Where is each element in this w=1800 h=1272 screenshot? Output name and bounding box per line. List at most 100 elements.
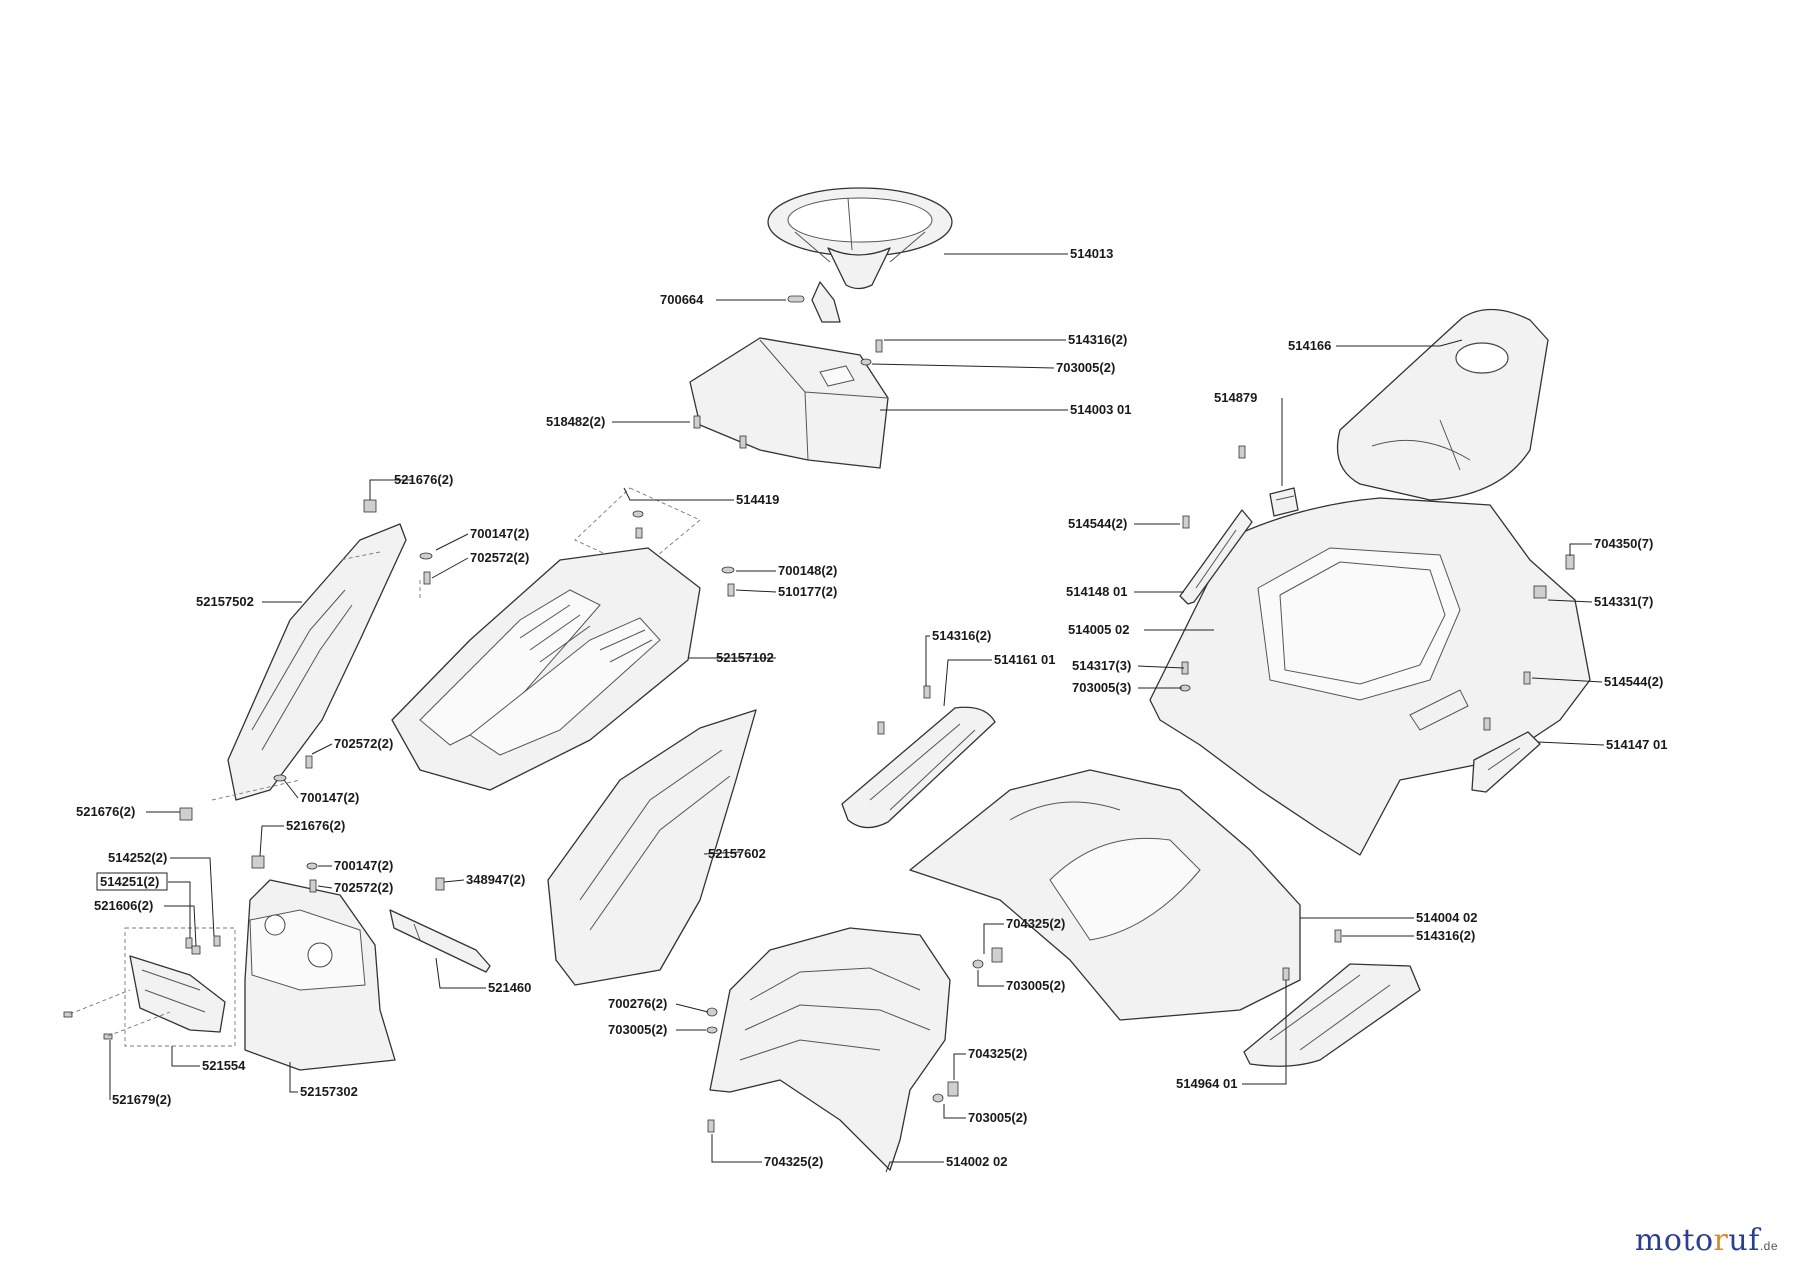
part-label: 521554	[202, 1058, 246, 1073]
part-label: 348947(2)	[466, 872, 525, 887]
dashboard-cover	[689, 337, 889, 469]
screw-514316-top	[875, 339, 883, 353]
clip-521676-top	[363, 499, 377, 513]
front-body-frame	[709, 927, 951, 1171]
part-label: 514544(2)	[1604, 674, 1663, 689]
part-514252-b	[213, 935, 221, 947]
screw-518482-b	[739, 435, 747, 449]
washer-700148	[721, 566, 735, 574]
part-label: 518482(2)	[546, 414, 605, 429]
screw-521679-a	[63, 1011, 73, 1018]
part-label: 703005(2)	[608, 1022, 667, 1037]
part-label: 514005 02	[1068, 622, 1129, 637]
bolt-704325-mid	[947, 1081, 959, 1097]
part-label: 514316(2)	[1416, 928, 1475, 943]
washer-700147-grille	[306, 862, 318, 870]
part-label: 521460	[488, 980, 531, 995]
lens-group-box	[124, 927, 236, 1047]
part-label: 514419	[736, 492, 779, 507]
part-label: 52157102	[716, 650, 774, 665]
part-label: 700147(2)	[470, 526, 529, 541]
screw-510177	[727, 583, 735, 597]
screw-footplate-b	[877, 721, 885, 735]
screw-704325-bottom	[707, 1119, 715, 1133]
light-lens	[129, 955, 226, 1033]
part-label: 514544(2)	[1068, 516, 1127, 531]
part-label: 52157502	[196, 594, 254, 609]
screw-514316-right	[1334, 929, 1342, 943]
part-label: 514331(7)	[1594, 594, 1653, 609]
part-label: 702572(2)	[334, 880, 393, 895]
part-label: 514013	[1070, 246, 1113, 261]
steering-wheel	[767, 187, 953, 323]
part-521606	[191, 945, 201, 955]
screw-514316-footplate	[923, 685, 931, 699]
clip-521676-grille	[251, 855, 265, 869]
bracket-514148	[1179, 509, 1253, 605]
screw-side-lower	[1483, 717, 1491, 731]
watermark-text-3: uf	[1728, 1223, 1760, 1258]
screw-514544-bracket	[1182, 515, 1190, 529]
part-label: 514964 01	[1176, 1076, 1237, 1091]
nut-700276	[706, 1007, 718, 1017]
part-label: 702572(2)	[334, 736, 393, 751]
part-label: 700276(2)	[608, 996, 667, 1011]
screw-518482-a	[693, 415, 701, 429]
seat	[1336, 308, 1549, 501]
part-label: 703005(3)	[1072, 680, 1131, 695]
part-label: 514252(2)	[108, 850, 167, 865]
part-label: 521676(2)	[286, 818, 345, 833]
part-label: 702572(2)	[470, 550, 529, 565]
part-label-boxed: 514251(2)	[100, 874, 159, 889]
part-label: 514004 02	[1416, 910, 1477, 925]
part-label: 700148(2)	[778, 563, 837, 578]
part-label: 704325(2)	[968, 1046, 1027, 1061]
washer-703005-upper	[972, 959, 984, 969]
part-label: 521606(2)	[94, 898, 153, 913]
part-label: 703005(2)	[1006, 978, 1065, 993]
pin-700664	[787, 295, 805, 303]
screw-704350	[1565, 554, 1575, 570]
watermark-logo: motoruf.de	[1635, 1223, 1778, 1258]
part-label: 514002 02	[946, 1154, 1007, 1169]
part-label: 700147(2)	[334, 858, 393, 873]
part-label: 510177(2)	[778, 584, 837, 599]
footplate-left	[841, 706, 996, 829]
washer-703005-top	[860, 358, 872, 366]
hood	[391, 547, 701, 791]
rear-fender-body	[1149, 497, 1591, 856]
switch	[1269, 487, 1299, 517]
part-label: 704325(2)	[1006, 916, 1065, 931]
highlight-box-514251	[96, 872, 168, 891]
part-label: 703005(2)	[1056, 360, 1115, 375]
side-panel-right	[547, 709, 757, 986]
screw-514544-side	[1523, 671, 1531, 685]
front-grille-housing	[244, 879, 396, 1071]
part-label: 514316(2)	[1068, 332, 1127, 347]
part-label: 704325(2)	[764, 1154, 823, 1169]
side-panel-left	[227, 523, 407, 801]
screw-footplate-right-b	[1282, 967, 1290, 981]
watermark-text-1: moto	[1634, 1223, 1714, 1258]
part-label: 514148 01	[1066, 584, 1127, 599]
watermark-text-2: r	[1713, 1223, 1729, 1258]
part-label: 52157602	[708, 846, 766, 861]
screw-702572-panel	[305, 755, 313, 769]
part-label: 704350(7)	[1594, 536, 1653, 551]
part-label: 514316(2)	[932, 628, 991, 643]
part-label: 521679(2)	[112, 1092, 171, 1107]
footplate-right	[1243, 963, 1421, 1067]
clip-514331	[1533, 585, 1547, 599]
part-label: 514879	[1214, 390, 1257, 405]
watermark-tld: .de	[1759, 1239, 1778, 1253]
part-label: 521676(2)	[76, 804, 135, 819]
bolt-704325-upper	[991, 947, 1003, 963]
screw-bracket-top	[1238, 445, 1246, 459]
part-514252-a	[185, 937, 193, 949]
assembly-line-a	[211, 551, 421, 801]
part-label: 703005(2)	[968, 1110, 1027, 1125]
part-label: 514166	[1288, 338, 1331, 353]
part-label: 514317(3)	[1072, 658, 1131, 673]
part-label: 52157302	[300, 1084, 358, 1099]
